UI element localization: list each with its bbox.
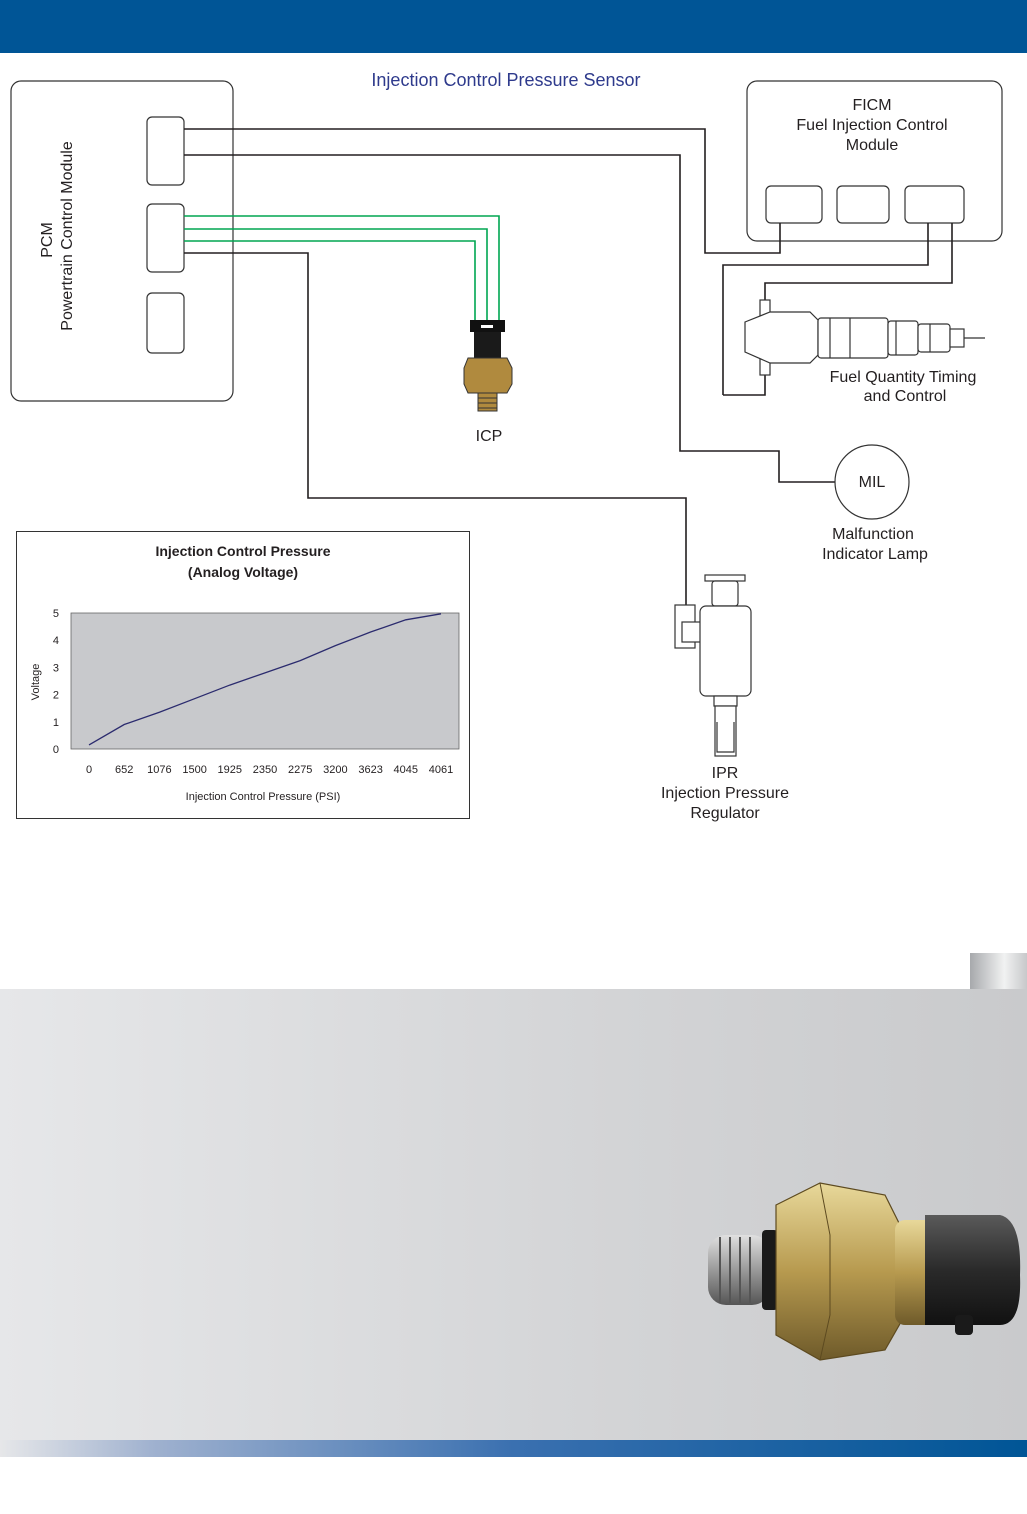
x-tick-label: 1076	[147, 764, 171, 776]
ipr-label-2: Injection Pressure	[661, 785, 789, 802]
diagram-title: Injection Control Pressure Sensor	[371, 70, 640, 90]
ficm-connector-2	[836, 185, 890, 224]
ficm-connector-3	[904, 185, 965, 224]
mil-label-1: Malfunction	[832, 526, 914, 543]
ficm-sublabel-1: Fuel Injection Control	[796, 117, 947, 134]
fqtc-label-2: and Control	[864, 388, 947, 405]
x-tick-label: 1500	[182, 764, 206, 776]
black-wires	[184, 128, 953, 605]
wiring-diagram: Injection Control Pressure Sensor PCM Po…	[10, 70, 1003, 822]
mil-label-2: Indicator Lamp	[822, 546, 928, 563]
ficm-label: FICM	[852, 97, 891, 114]
green-signal-wires	[184, 215, 500, 322]
header-bar	[0, 0, 1027, 53]
mil-circle-label: MIL	[859, 474, 886, 491]
pcm-connector-2	[146, 203, 185, 273]
x-tick-label: 652	[115, 764, 133, 776]
icp-sensor-photo	[708, 1182, 1021, 1361]
page-tab	[970, 953, 1027, 989]
x-tick-label: 1925	[218, 764, 242, 776]
icp-label: ICP	[476, 428, 503, 445]
ipr-label-1: IPR	[712, 765, 739, 782]
footer-bar	[0, 1440, 1027, 1457]
x-tick-label: 0	[86, 764, 92, 776]
y-tick-label: 4	[53, 635, 59, 647]
x-tick-label: 2350	[253, 764, 277, 776]
chart-subtitle: (Analog Voltage)	[188, 564, 298, 580]
voltage-series-line	[88, 613, 442, 746]
fuel-injector-icon	[744, 299, 985, 376]
x-tick-label: 3623	[358, 764, 382, 776]
plot-area	[70, 612, 460, 750]
y-tick-label: 1	[53, 717, 59, 729]
ficm-connector-1	[765, 185, 823, 224]
chart-title: Injection Control Pressure	[155, 543, 330, 559]
pcm-connector-1	[146, 116, 185, 186]
x-tick-label: 3200	[323, 764, 347, 776]
mil-lamp-icon	[834, 444, 910, 520]
x-tick-label: 2275	[288, 764, 312, 776]
x-axis-label: Injection Control Pressure (PSI)	[186, 791, 341, 803]
pcm-connector-3	[146, 292, 185, 354]
ficm-sublabel-2: Module	[846, 137, 899, 154]
y-tick-label: 3	[53, 662, 59, 674]
icp-sensor-icon	[463, 320, 513, 412]
pcm-sublabel: Powertrain Control Module	[59, 141, 76, 331]
chart-svg: Injection Control Pressure (Analog Volta…	[30, 543, 460, 803]
ipr-valve-icon	[674, 574, 752, 757]
y-axis-label: Voltage	[30, 664, 42, 701]
icp-voltage-chart: Injection Control Pressure (Analog Volta…	[16, 531, 470, 819]
x-tick-label: 4061	[429, 764, 453, 776]
fqtc-label-1: Fuel Quantity Timing	[830, 369, 977, 386]
ipr-label-3: Regulator	[690, 805, 760, 822]
x-tick-label: 4045	[394, 764, 418, 776]
y-tick-label: 2	[53, 690, 59, 702]
pcm-label: PCM	[39, 222, 56, 258]
y-tick-label: 5	[53, 608, 59, 620]
y-tick-label: 0	[53, 744, 59, 756]
